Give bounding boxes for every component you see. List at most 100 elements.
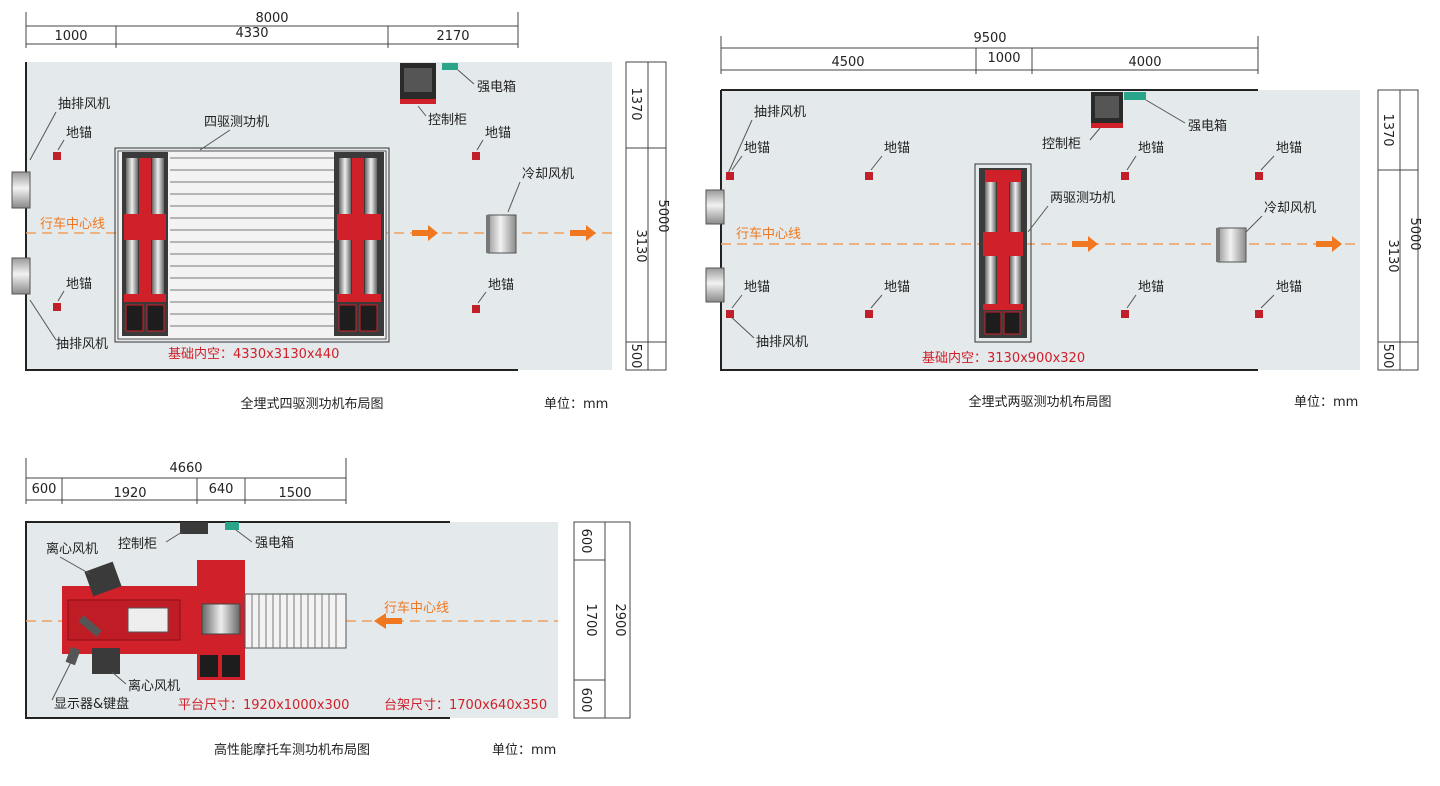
unit-label: 单位：mm [492,743,556,758]
anchor-icon [726,172,1263,318]
dim-b: 1000 [987,51,1020,66]
label-anchor-2: 地锚 [884,141,910,156]
label-anchor-6: 地锚 [884,280,910,295]
stand-size: 台架尺寸：1700x640x350 [384,698,547,713]
dim-c: 2170 [436,29,469,44]
cooling-fan-icon [1216,227,1247,263]
label-anchor-3: 地锚 [1138,141,1164,156]
label-dyno: 两驱测功机 [1050,191,1115,206]
label-power-box: 强电箱 [1188,118,1227,134]
rdim-a: 600 [578,529,593,554]
dim-d: 1500 [278,486,311,501]
label-anchor-7: 地锚 [1138,280,1164,295]
dim-a: 1000 [54,29,87,44]
label-dyno: 四驱测功机 [204,115,269,130]
label-exhaust-fan-bottom: 抽排风机 [756,335,808,350]
top-dimensions [25,12,519,48]
label-anchor-4: 地锚 [488,278,514,293]
label-anchor-8: 地锚 [1276,280,1302,295]
rdim-c: 600 [578,688,593,713]
top-dimensions [25,458,347,504]
label-anchor-1: 地锚 [744,141,770,156]
caption: 高性能摩托车测功机布局图 [214,742,370,758]
anchor-icon [472,152,480,160]
flow-arrow [1316,236,1342,252]
label-exhaust-fan-top: 抽排风机 [754,105,806,120]
right-dimensions [573,521,631,719]
cooling-fan-icon [486,214,517,254]
caption: 全埋式两驱测功机布局图 [968,394,1111,410]
label-anchor-1: 地锚 [66,126,92,141]
caption: 全埋式四驱测功机布局图 [240,396,383,412]
unit-label: 单位：mm [544,397,608,412]
dim-total: 8000 [255,11,288,26]
dim-c: 4000 [1128,55,1161,70]
flow-arrow [1072,236,1098,252]
rdim-a: 1370 [628,87,643,120]
two-wheel-dyno [974,163,1032,343]
power-box-icon [225,522,239,530]
dim-a: 600 [32,482,57,497]
foundation-size: 基础内空：3130x900x320 [922,350,1085,366]
control-cabinet-icon [400,63,436,104]
dim-b: 1920 [113,486,146,501]
label-control-cabinet: 控制柜 [118,537,157,552]
diagram-motorcycle: 4660 600 1920 640 1500 600 1700 600 2900… [25,458,631,758]
unit-label: 单位：mm [1294,395,1358,410]
label-anchor-4: 地锚 [1276,141,1302,156]
power-box-icon [1124,92,1146,100]
flow-arrow [570,225,596,241]
rdim-b: 3130 [1385,239,1400,272]
rdim-b: 1700 [583,603,598,636]
dim-b: 4330 [235,26,268,41]
anchor-icon [53,152,61,160]
label-centrifugal-fan-bottom: 离心风机 [128,678,180,694]
rdim-a: 1370 [1380,113,1395,146]
rdim-total: 5000 [655,199,670,232]
rdim-total: 2900 [612,603,627,636]
right-dimensions [625,61,667,371]
top-dimensions [720,36,1259,74]
label-exhaust-fan-bottom: 抽排风机 [56,337,108,352]
rdim-b: 3130 [633,229,648,262]
label-display: 显示器&键盘 [54,696,129,712]
foundation-size: 基础内空：4330x3130x440 [168,346,339,362]
flow-arrow [412,225,438,241]
anchor-icon [472,305,480,313]
label-power-box: 强电箱 [255,535,294,551]
diagram-4wd: 8000 1000 4330 2170 1370 3130 500 5000 行… [11,11,670,412]
label-anchor-5: 地锚 [744,280,770,295]
label-centrifugal-fan-top: 离心风机 [46,541,98,557]
label-control-cabinet: 控制柜 [1042,137,1081,152]
rdim-total: 5000 [1407,217,1422,250]
dim-c: 640 [209,482,234,497]
rdim-c: 500 [1380,344,1395,369]
flow-arrow [374,613,402,629]
centerline-label: 行车中心线 [384,600,449,616]
label-cooling-fan: 冷却风机 [522,167,574,182]
label-exhaust-fan-top: 抽排风机 [58,97,110,112]
label-anchor-2: 地锚 [66,277,92,292]
label-control-cabinet: 控制柜 [428,113,467,128]
rdim-c: 500 [628,344,643,369]
centerline-label: 行车中心线 [736,226,801,242]
label-cooling-fan: 冷却风机 [1264,201,1316,216]
anchor-icon [53,303,61,311]
label-anchor-3: 地锚 [485,126,511,141]
label-power-box: 强电箱 [477,79,516,95]
four-wheel-dyno [114,147,390,343]
platform-size: 平台尺寸：1920x1000x300 [178,698,349,713]
dim-total: 9500 [973,31,1006,46]
power-box-icon [442,63,458,70]
right-dimensions [1377,89,1419,371]
floor-area [721,90,1360,370]
control-cabinet-icon [1091,92,1123,128]
centrifugal-fan-icon [84,561,122,674]
control-cabinet-icon [180,522,208,534]
exhaust-fan-icon [705,189,725,303]
centerline-label: 行车中心线 [40,216,105,232]
display-keyboard-icon [65,615,102,666]
dim-a: 4500 [831,55,864,70]
diagram-2wd: 9500 4500 1000 4000 1370 3130 500 5000 行… [705,31,1422,410]
